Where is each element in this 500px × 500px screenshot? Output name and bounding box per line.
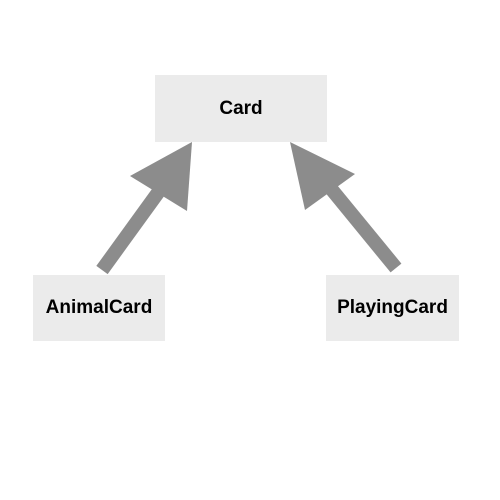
arrow-animalcard-to-card-shaft (96, 178, 171, 275)
card-class-label: Card (219, 97, 263, 119)
animalcard-class-label: AnimalCard (45, 297, 153, 318)
arrow-animalcard-to-card-head (130, 142, 192, 211)
arrow-playingcard-to-card-shaft (322, 180, 402, 273)
card-class-box: Card (155, 75, 327, 142)
playingcard-class-label: PlayingCard (337, 297, 448, 318)
playingcard-class-box: PlayingCard (326, 275, 459, 341)
arrow-playingcard-to-card-head (290, 142, 355, 210)
animalcard-class-box: AnimalCard (33, 275, 165, 341)
